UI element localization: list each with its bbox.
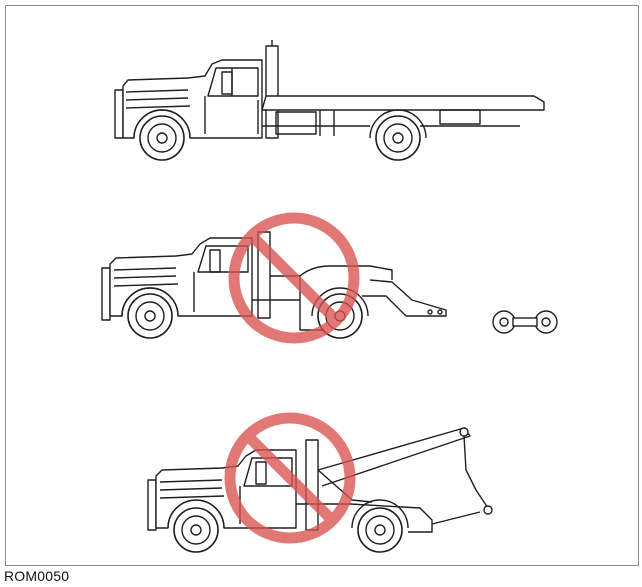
- tow-chain-icon: [493, 311, 557, 333]
- wheel-lift-truck-icon: [102, 232, 446, 338]
- figure-code: ROM0050: [4, 568, 69, 584]
- flatbed-truck-icon: [115, 40, 544, 160]
